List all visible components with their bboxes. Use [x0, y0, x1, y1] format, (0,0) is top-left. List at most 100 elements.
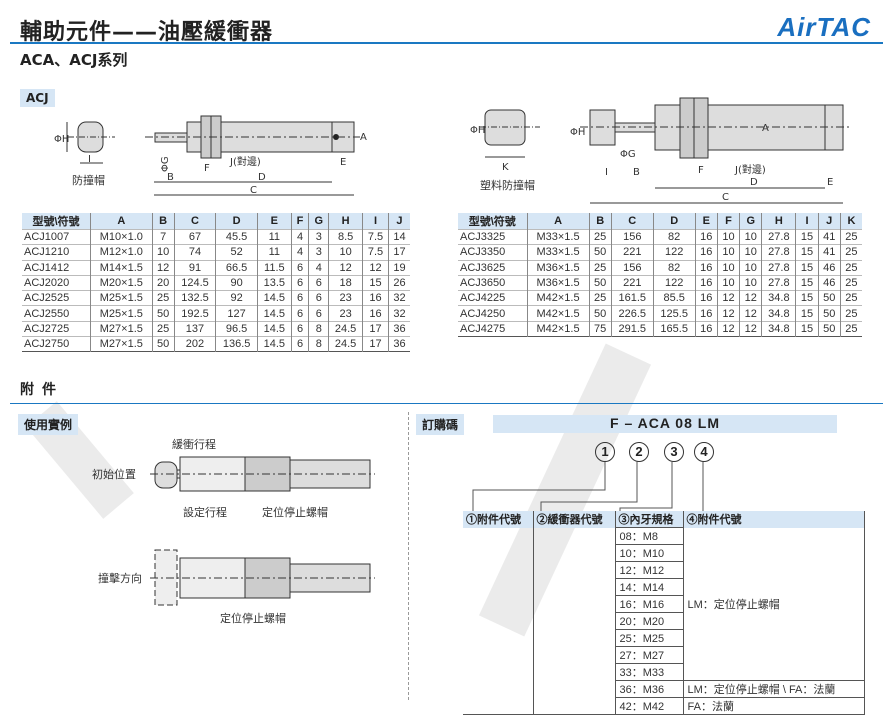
table-cell: 221	[611, 244, 654, 261]
table-cell: 202	[174, 336, 217, 352]
table-cell: 15	[795, 274, 819, 291]
dim-phi-g: ΦG	[620, 149, 636, 160]
column-header: A	[527, 213, 590, 230]
table-cell: 50	[589, 274, 612, 291]
table-cell: 15	[795, 259, 819, 276]
table-cell: 124.5	[174, 274, 217, 291]
column-header: G	[308, 213, 330, 230]
table-cell: 25	[840, 259, 862, 276]
table-cell: 20	[152, 274, 175, 291]
table-cell: 15	[795, 290, 819, 306]
table-cell: 6	[291, 259, 310, 276]
table-cell: 50	[152, 336, 175, 352]
table-cell: 122	[653, 244, 696, 261]
table-cell: M14×1.5	[90, 259, 153, 276]
table-cell: 25	[152, 320, 175, 337]
column-header: G	[739, 213, 763, 230]
table-cell: 50	[589, 244, 612, 261]
dim-k: K	[502, 162, 509, 173]
table-cell: 14.5	[257, 320, 292, 337]
table-cell: 6	[291, 290, 310, 306]
column-header: D	[653, 213, 696, 230]
column-divider	[408, 412, 409, 700]
accessory-option: FA：法蘭	[683, 697, 865, 715]
table-cell: 6	[308, 274, 330, 291]
table-cell: 15	[362, 274, 389, 291]
table-cell: 50	[589, 305, 612, 322]
column-header: 型號\符號	[22, 213, 92, 230]
table-cell: ACJ4275	[458, 320, 528, 337]
code-part-4: 4	[694, 442, 714, 462]
dim-phi-h: ΦH	[470, 125, 485, 136]
table-cell: M36×1.5	[527, 274, 590, 291]
table-cell: 16	[695, 305, 718, 322]
table-cell: 6	[291, 274, 310, 291]
col-thread-spec: ③內牙規格	[615, 511, 684, 528]
table-cell: M33×1.5	[527, 228, 590, 245]
table-cell: 16	[695, 290, 718, 306]
acj-tag: ACJ	[20, 89, 55, 107]
dim-j: J(對邊)	[229, 155, 261, 168]
dim-e: E	[340, 157, 346, 168]
column-header: J	[818, 213, 841, 230]
table-cell: 45.5	[215, 228, 258, 245]
table-cell: 25	[589, 290, 612, 306]
table-row: 33：M33	[463, 663, 865, 681]
table-cell: 82	[653, 228, 696, 245]
dim-a: A	[762, 123, 769, 134]
cap-label: 塑料防撞帽	[480, 178, 535, 192]
usage-tag: 使用實例	[18, 414, 79, 435]
table-cell: 125.5	[653, 305, 696, 322]
table-cell: ACJ1210	[22, 244, 92, 261]
table-cell: 10	[152, 244, 175, 261]
col-accessory-type: ④附件代號	[683, 511, 865, 528]
table-cell: 24.5	[328, 320, 364, 337]
column-header: H	[328, 213, 364, 230]
table-cell: 12	[362, 259, 389, 276]
initial-position-label: 初始位置	[92, 467, 136, 481]
table-cell: 27.8	[761, 259, 797, 276]
table-cell: 24.5	[328, 336, 364, 352]
table-cell: 12	[739, 305, 763, 322]
table-cell: 90	[215, 274, 258, 291]
table-cell: 7.5	[362, 244, 389, 261]
table-cell: 25	[840, 274, 862, 291]
table-cell	[463, 527, 534, 715]
thread-option: 42：M42	[615, 697, 684, 715]
set-stroke-label: 設定行程	[183, 505, 227, 519]
table-cell: 67	[174, 228, 217, 245]
table-cell: 136.5	[215, 336, 258, 352]
table-row: 10：M10	[463, 544, 865, 562]
table-cell: 137	[174, 320, 217, 337]
table-cell: 46	[818, 274, 841, 291]
accessories-heading: 附件	[20, 382, 64, 398]
table-cell: 25	[589, 228, 612, 245]
table-cell: 17	[362, 320, 389, 337]
table-cell: M42×1.5	[527, 290, 590, 306]
table-cell: 25	[840, 320, 862, 337]
table-cell: 23	[328, 290, 364, 306]
table-cell: ACJ4225	[458, 290, 528, 306]
table-cell: M27×1.5	[90, 336, 153, 352]
table-cell: 14.5	[257, 336, 292, 352]
cap-label: 防撞帽	[72, 173, 105, 187]
table-cell: 91	[174, 259, 217, 276]
stop-nut-label: 定位停止螺帽	[262, 505, 328, 519]
thread-option: 14：M14	[615, 578, 684, 596]
table-cell: 23	[328, 305, 364, 322]
table-cell: 3	[308, 228, 330, 245]
table-cell: 221	[611, 274, 654, 291]
thread-option: 36：M36	[615, 680, 684, 698]
table-cell: 32	[388, 290, 410, 306]
column-header: I	[362, 213, 389, 230]
table-cell: 36	[388, 320, 410, 337]
dim-d: D	[750, 177, 758, 188]
dim-phi-h: ΦH	[54, 134, 69, 145]
table-cell: ACJ3350	[458, 244, 528, 261]
table-cell: 165.5	[653, 320, 696, 337]
